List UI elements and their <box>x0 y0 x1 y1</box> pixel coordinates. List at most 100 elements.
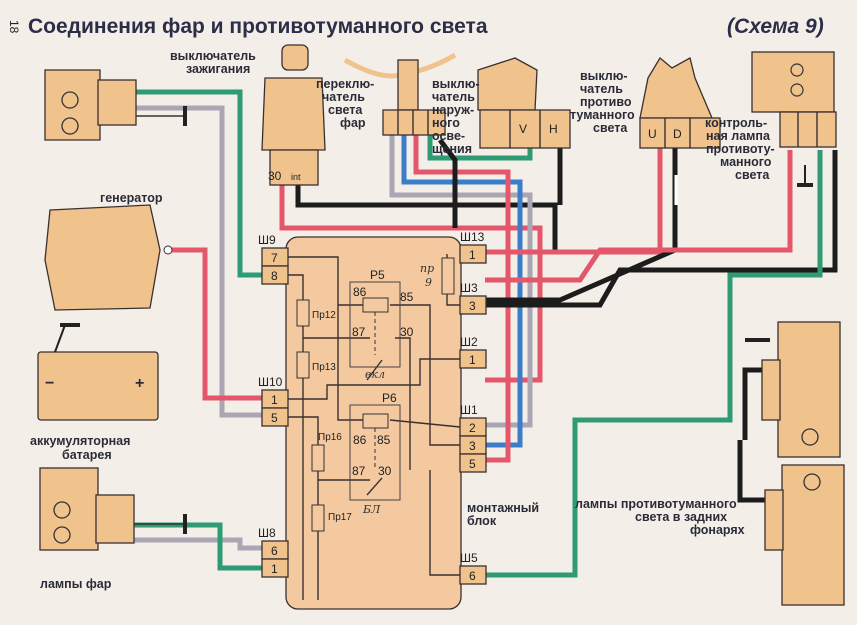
rear-lamps-label-2: света в задних <box>635 510 727 524</box>
fuse-pr9 <box>441 257 455 295</box>
lamp-icon <box>790 83 804 97</box>
fuse9-note: пр <box>420 262 434 275</box>
relay-contact <box>366 359 383 381</box>
wire-red-lamp <box>485 150 793 283</box>
connector-sh5: Ш5 <box>460 551 478 565</box>
fuse-pr13 <box>296 351 310 379</box>
minus-terminal: − <box>45 375 54 392</box>
wire-gray-switch <box>389 135 533 428</box>
fuse-pr17 <box>311 504 325 532</box>
label-line: противо <box>580 95 632 109</box>
relay-pin: 30 <box>400 325 414 339</box>
connector-sh2: Ш2 <box>460 335 478 349</box>
connector-sh9: Ш9 <box>258 233 276 247</box>
headlight-switch-label-4: фар <box>340 116 366 130</box>
pin: 5 <box>271 411 278 425</box>
lamp-icon <box>53 501 71 519</box>
battery-label: аккумуляторная <box>30 434 130 448</box>
wire-green-headlamp <box>105 522 285 571</box>
connector-sh13: Ш13 <box>460 230 485 244</box>
label-line: выклю- <box>580 69 628 83</box>
mounting-block-label: монтажный <box>467 501 539 515</box>
fuse-pr12 <box>296 299 310 327</box>
ignition-switch-label: выключатель <box>170 49 256 63</box>
relay-note: вкл <box>365 368 385 381</box>
relay-note: БЛ <box>362 503 381 516</box>
headlamps-label: лампы фар <box>40 577 112 591</box>
generator: генератор <box>44 191 173 311</box>
headlight-switch-label: переклю- <box>316 77 374 91</box>
fuse-label: Пр12 <box>312 310 336 321</box>
fuse-label: Пр17 <box>328 512 352 523</box>
label-line: туманного <box>570 108 635 122</box>
wires <box>105 89 838 578</box>
label-line: наруж- <box>432 103 474 117</box>
ignition-switch: 30 int выключатель зажигания <box>170 44 326 186</box>
headlight-switch-label-2: чатель <box>322 90 365 104</box>
mounting-block-label-2: блок <box>467 514 497 528</box>
pin: 1 <box>271 562 278 576</box>
label-line: ного <box>432 116 460 130</box>
wire-black-lamp <box>485 150 838 308</box>
pin-int: int <box>291 172 301 182</box>
pin-30: 30 <box>268 169 282 183</box>
generator-label: генератор <box>100 191 163 205</box>
rear-lamps-label: лампы противотуманного <box>575 497 737 511</box>
lamp-icon <box>801 428 819 446</box>
lamp-icon <box>790 63 804 77</box>
wire-black-rear2 <box>737 440 765 503</box>
pin: 2 <box>469 421 476 435</box>
wire-red-fog <box>485 145 663 255</box>
lamp-icon <box>53 526 71 544</box>
label-line: чатель <box>432 90 475 104</box>
relay-contact <box>366 477 383 496</box>
relay-name: Р6 <box>382 391 397 405</box>
wire-black-switch <box>438 138 458 228</box>
pin: 3 <box>469 299 476 313</box>
pin: 3 <box>469 439 476 453</box>
plus-terminal: + <box>135 375 144 392</box>
lamp-icon <box>61 91 79 109</box>
control-lamp-label: контроль- ная лампа противоту- манного с… <box>705 116 775 182</box>
headlight-switch: переклю- чатель света фар <box>316 52 457 136</box>
relay-pin: 87 <box>352 464 366 478</box>
label-line: контроль- <box>705 116 767 130</box>
ignition-switch-label-2: зажигания <box>186 62 250 76</box>
relay-coil <box>362 413 389 429</box>
connector-sh1: Ш1 <box>460 403 478 417</box>
pin-u: U <box>648 127 657 141</box>
pin: 1 <box>469 353 476 367</box>
outer-light-switch-label: выклю- чатель наруж- ного осве- щения <box>432 77 480 156</box>
label-line: выклю- <box>432 77 480 91</box>
label-line: осве- <box>432 129 465 143</box>
wire-green-rear <box>485 150 823 578</box>
mounting-block: Ш9 7 8 Ш10 1 5 Ш8 6 1 Ш13 1 Ш3 3 Ш2 1 Ш1… <box>258 230 539 610</box>
headlamp-top <box>44 69 187 141</box>
relay-p6: Р6 86 85 87 30 БЛ <box>349 391 401 516</box>
pin: 1 <box>271 393 278 407</box>
rear-lamps-label-3: фонарях <box>690 523 745 537</box>
label-line: света <box>735 168 770 182</box>
relay-pin: 86 <box>353 285 367 299</box>
relay-pin: 85 <box>400 290 414 304</box>
outer-light-switch: V H выклю- чатель наруж- ного осве- щени… <box>432 57 571 156</box>
battery: − + аккумуляторная батарея <box>30 323 159 462</box>
fuse-pr16 <box>311 444 325 472</box>
relay-p5: Р5 86 85 87 30 вкл <box>349 268 414 381</box>
pin-v: V <box>519 122 527 136</box>
pin: 5 <box>469 457 476 471</box>
wire-green-switch <box>427 130 533 161</box>
connector-sh8: Ш8 <box>258 526 276 540</box>
wire-gray <box>135 105 285 418</box>
label-line: света <box>593 121 628 135</box>
label-line: щения <box>432 142 472 156</box>
pin: 7 <box>271 251 278 265</box>
headlight-switch-label-3: света <box>328 103 363 117</box>
label-line: ная лампа <box>706 129 771 143</box>
scheme-number: (Схема 9) <box>727 15 824 38</box>
pin: 6 <box>469 569 476 583</box>
pin: 1 <box>469 248 476 262</box>
relay-pin: 86 <box>353 433 367 447</box>
